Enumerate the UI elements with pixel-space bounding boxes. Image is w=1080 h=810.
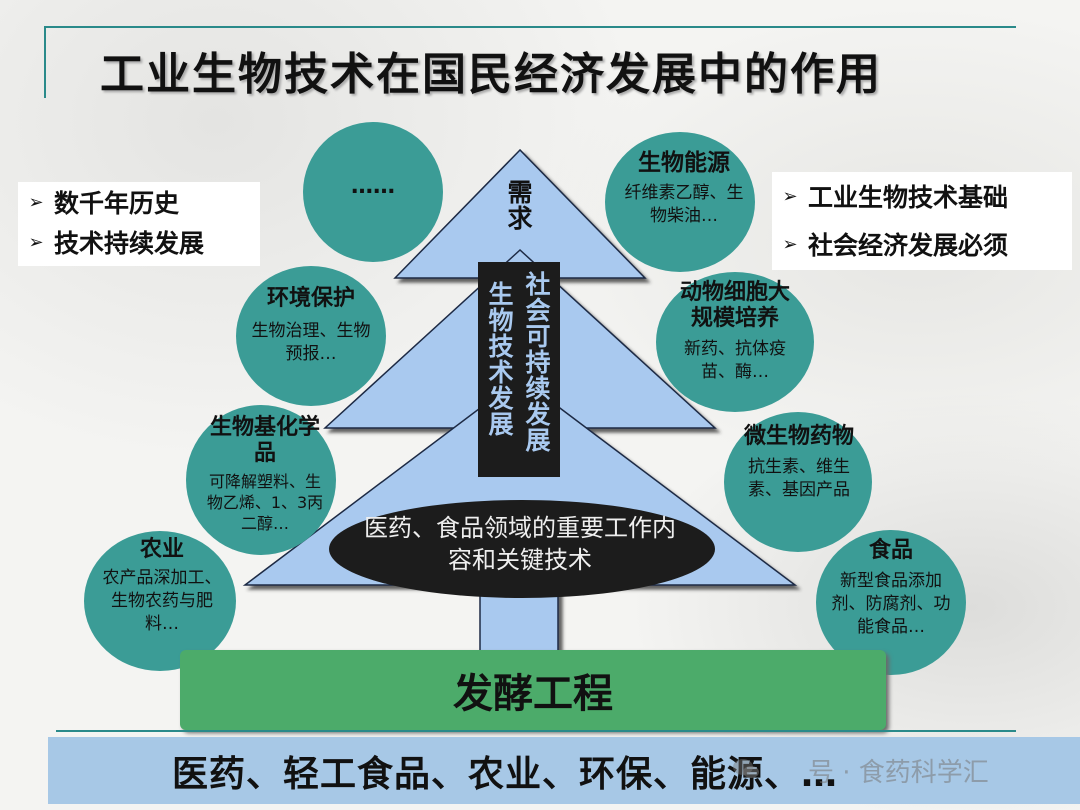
trunk-label-right: 社会可 持续发 展 [525,270,551,455]
circle-environment: 环境保护 生物治理、生物预报… [236,266,386,406]
arrow-bullet-icon: ➢ [28,231,44,253]
circle-microbial-drugs: 微生物药物 抗生素、维生素、基因产品 [724,412,872,552]
page-title: 工业生物技术在国民经济发展中的作用 [100,49,882,100]
title-rule [44,26,1016,28]
arrow-bullet-icon: ➢ [782,233,798,255]
circle-etc: …… [303,122,443,262]
watermark: 号 · 食药科学汇 [808,758,989,788]
bottom-banner [48,737,1080,804]
circle-animal-cell: 动物细胞大规模培养 新药、抗体疫苗、酶… [656,272,814,412]
trunk-label-left: 生物技 术发展 [488,280,514,439]
bottom-rule [56,730,1016,732]
history-item: 技术持续发展 [54,229,205,258]
basis-item: 工业生物技术基础 [808,183,1009,212]
circle-bioenergy: 生物能源 纤维素乙醇、生物柴油… [605,132,755,272]
circle-biochemicals: 生物基化学品 可降解塑料、生物乙烯、1、3丙二醇… [186,405,336,555]
history-item: 数千年历史 [54,189,180,218]
fermentation-bar: 发酵工程 [180,650,886,730]
basis-item: 社会经济发展必须 [808,231,1009,260]
basis-box: ➢ 工业生物技术基础 ➢ 社会经济发展必须 [772,172,1072,270]
title-rule-vertical [44,26,46,98]
wechat-icon [733,759,759,778]
tree-trunk [478,262,560,477]
application-fields: 医药、轻工食品、农业、环保、能源、… [172,754,839,795]
oval-core [329,500,715,598]
top-label: 需求 [507,178,533,233]
arrow-bullet-icon: ➢ [782,185,798,207]
circle-agriculture: 农业 农产品深加工、生物农药与肥料… [84,531,236,671]
arrow-bullet-icon: ➢ [28,191,44,213]
oval-core-text: 医药、食品领域的重要工作内容和关键技术 [364,514,676,574]
history-box: ➢ 数千年历史 ➢ 技术持续发展 [18,182,260,266]
